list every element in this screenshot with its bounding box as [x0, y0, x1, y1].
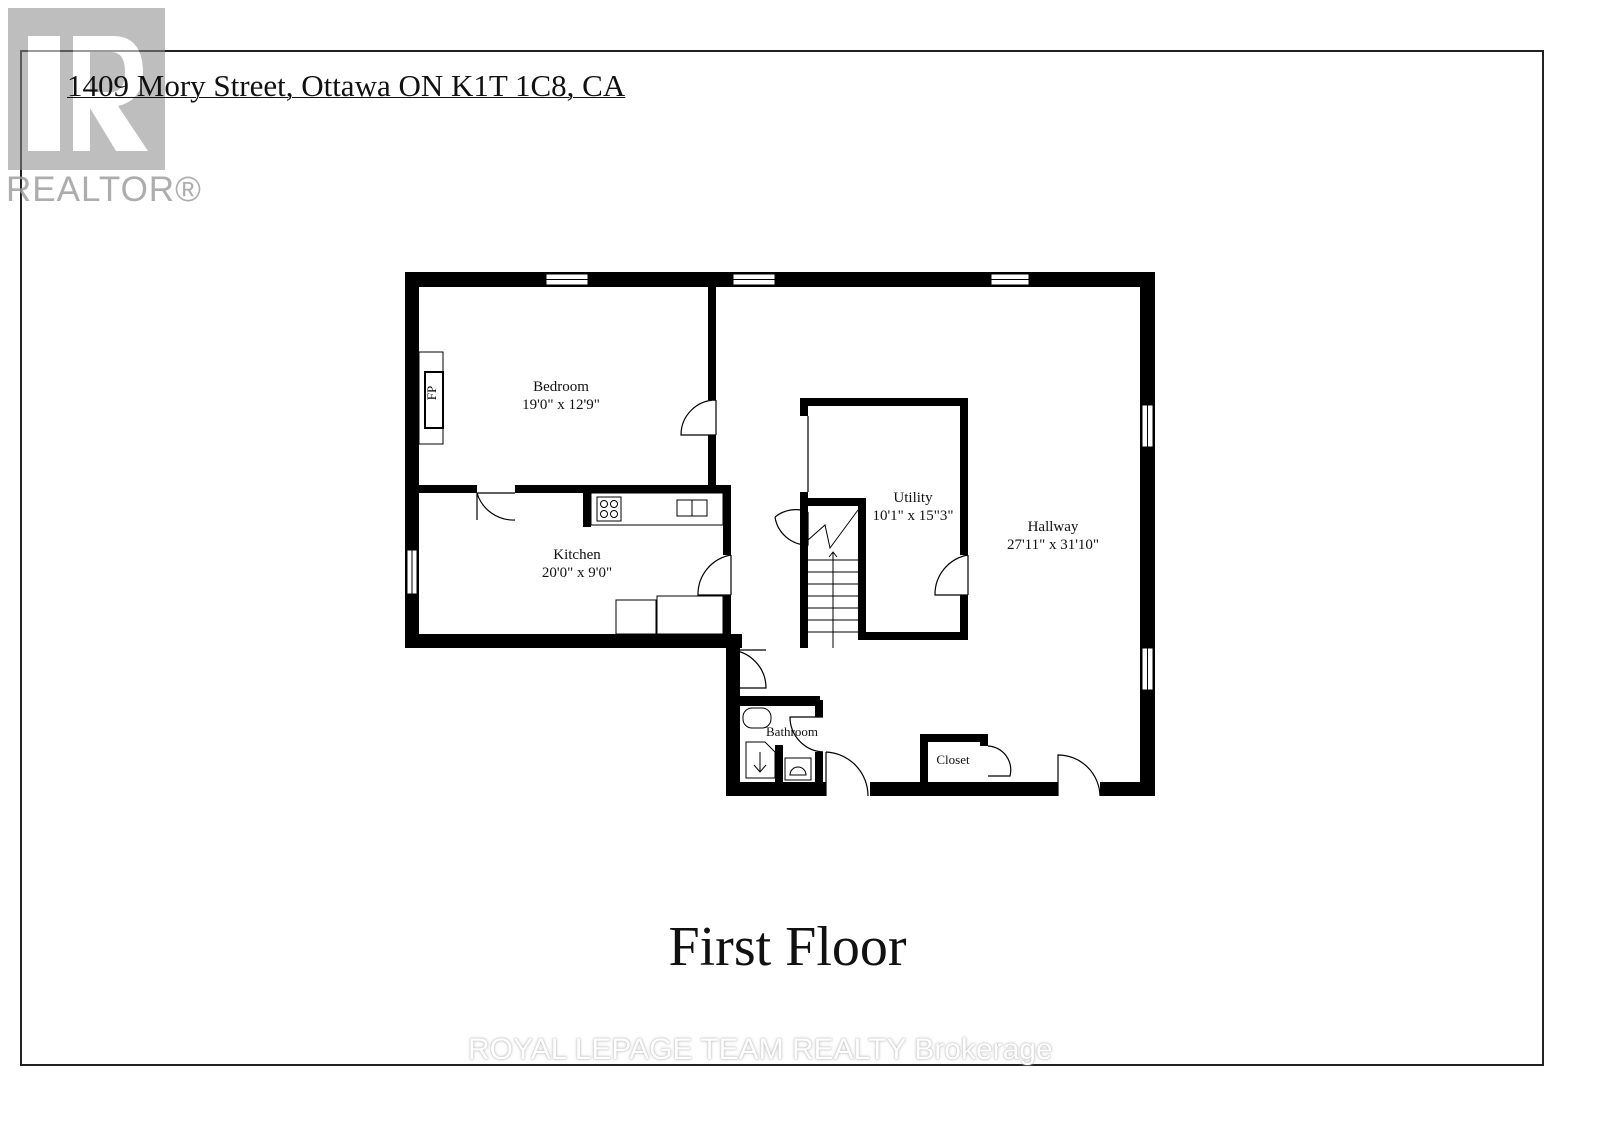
page-frame: [20, 50, 1544, 1066]
brokerage-watermark: ROYAL LEPAGE TEAM REALTY Brokerage: [468, 1033, 1053, 1066]
realtor-r-logo: [8, 8, 165, 170]
walls: [405, 272, 1155, 796]
fireplace-label: FP: [424, 385, 440, 401]
room-closet: Closet: [936, 751, 969, 769]
room-name: Closet: [936, 752, 970, 767]
property-address: 1409 Mory Street, Ottawa ON K1T 1C8, CA: [67, 68, 626, 103]
room-utility: Utility 10'1" x 15"3": [872, 489, 953, 525]
room-name: Bedroom: [533, 379, 589, 395]
room-bathroom: Bathroom: [766, 723, 818, 741]
room-name: Utility: [893, 490, 933, 506]
floor-title: First Floor: [668, 916, 907, 978]
room-size: 19'0" x 12'9": [522, 397, 600, 413]
room-size: 10'1" x 15"3": [872, 508, 954, 524]
staircase: [807, 509, 859, 648]
room-name: Bathroom: [766, 724, 818, 739]
room-name: Hallway: [1027, 519, 1079, 535]
fixtures: [418, 351, 859, 781]
room-kitchen: Kitchen 20'0" x 9'0": [542, 546, 612, 582]
realtor-wordmark: REALTOR®: [6, 170, 202, 209]
room-bedroom: Bedroom 19'0" x 12'9": [522, 378, 600, 414]
doors: [476, 399, 1101, 797]
room-hallway: Hallway 27'11" x 31'10": [1007, 518, 1099, 554]
room-name: Kitchen: [553, 547, 601, 563]
room-size: 20'0" x 9'0": [541, 565, 613, 581]
room-size: 27'11" x 31'10": [1006, 537, 1100, 553]
windows: [406, 273, 1154, 691]
